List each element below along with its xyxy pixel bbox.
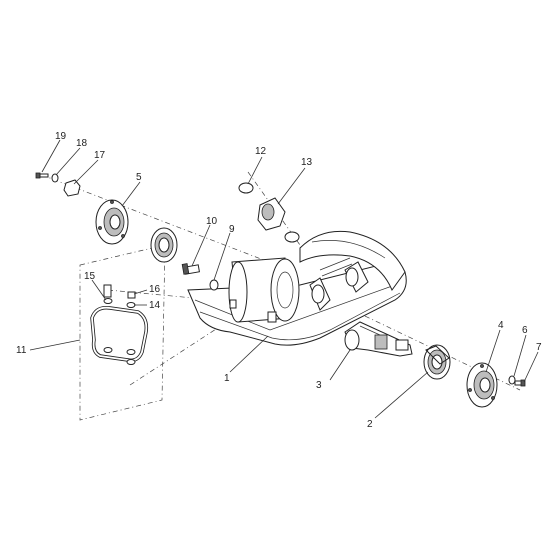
eccentric-shaft	[344, 321, 413, 357]
callout-19: 19	[55, 131, 67, 142]
callout-6: 6	[522, 325, 528, 336]
rubber-mount	[238, 182, 300, 243]
handle-assembly	[90, 284, 149, 365]
bolt-and-nut	[181, 263, 219, 291]
end-cover-right	[466, 362, 498, 408]
callout-15: 15	[84, 271, 96, 282]
callout-17: 17	[94, 150, 106, 161]
callout-5: 5	[136, 172, 142, 183]
callout-14: 14	[149, 300, 161, 311]
callout-2: 2	[367, 419, 373, 430]
callout-9: 9	[229, 224, 235, 235]
callout-7: 7	[536, 342, 542, 353]
end-cover-left	[95, 199, 129, 245]
callout-3: 3	[316, 380, 322, 391]
callout-1: 1	[224, 373, 230, 384]
callout-12: 12	[255, 146, 267, 157]
callout-18: 18	[76, 138, 88, 149]
callout-4: 4	[498, 320, 504, 331]
callout-16: 16	[149, 284, 161, 295]
callout-13: 13	[301, 157, 313, 168]
bearing-right	[423, 344, 451, 380]
washer-screw-right	[508, 375, 526, 387]
callout-10: 10	[206, 216, 218, 227]
leader-lines	[29, 139, 539, 419]
callout-labels: 1 2 3 4 5 6 7 9 10 11 12 13 14 15 16 17 …	[16, 131, 542, 430]
bearing-left	[150, 227, 178, 263]
small-fasteners-left	[35, 172, 81, 197]
callout-11: 11	[16, 345, 27, 356]
main-housing	[187, 230, 407, 346]
handle-group-outline	[79, 244, 231, 421]
